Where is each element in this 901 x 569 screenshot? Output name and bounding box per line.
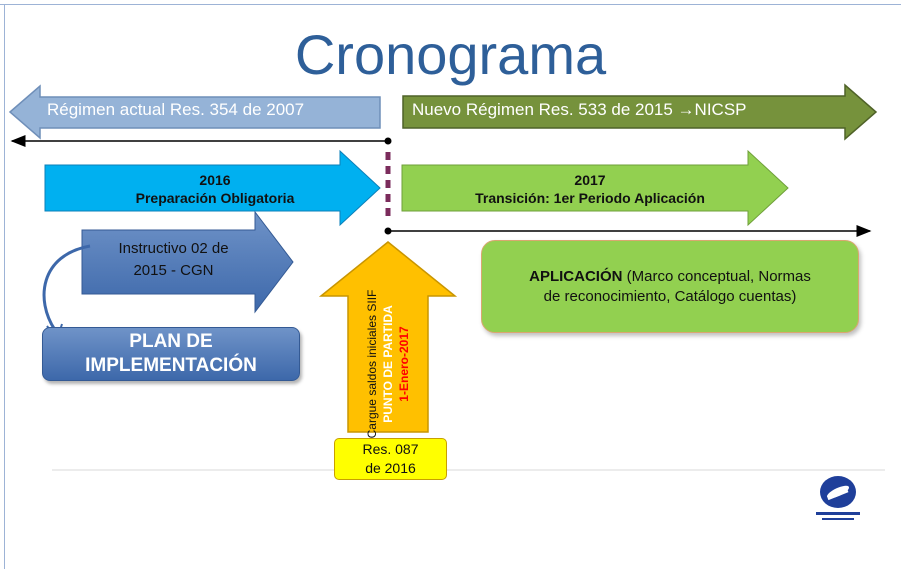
plan-implementacion-box: PLAN DE IMPLEMENTACIÓN [42, 327, 300, 381]
regimen-actual-label: Régimen actual Res. 354 de 2007 [47, 100, 305, 119]
frame-left-line [4, 4, 5, 569]
aplicacion-rest1: (Marco conceptual, Normas [622, 267, 811, 285]
trans-2017-arrow [401, 149, 789, 227]
prep-label: Preparación Obligatoria [135, 190, 295, 206]
up-arrow-line3: 1-Enero-2017 [397, 326, 411, 402]
instructivo-arrow [81, 210, 294, 314]
instructivo-line2: 2015 - CGN [133, 262, 214, 279]
aplicacion-bold: APLICACIÓN [529, 267, 623, 285]
res087-line2: de 2016 [365, 460, 416, 476]
punto-partida-arrow [318, 241, 458, 433]
trans-year: 2017 [574, 172, 606, 188]
trans-2017-text: 2017 Transición: 1er Periodo Aplicación [420, 171, 760, 207]
aplicacion-box: APLICACIÓN (Marco conceptual, Normas de … [481, 240, 859, 333]
timeline-dot-bottom [384, 227, 392, 235]
aplicacion-line1: APLICACIÓN (Marco conceptual, Normas [529, 267, 811, 287]
nuevo-regimen-arrow [402, 83, 878, 141]
timeline-dot-top [384, 137, 392, 145]
trans-label: Transición: 1er Periodo Aplicación [475, 190, 705, 206]
page-title: Cronograma [294, 23, 607, 86]
res087-line1: Res. 087 [362, 441, 419, 457]
curved-connector [42, 244, 91, 331]
plan-line2: IMPLEMENTACIÓN [85, 355, 257, 376]
up-arrow-line2: PUNTO DE PARTIDA [381, 305, 395, 423]
instructivo-line1: Instructivo 02 de [118, 240, 229, 257]
superintendencia-logo [816, 476, 860, 520]
prep-year: 2016 [199, 172, 231, 188]
res087-box: Res. 087 de 2016 [334, 438, 447, 480]
regimen-actual-arrow [8, 84, 381, 140]
frame-top-line [0, 4, 901, 5]
aplicacion-line2: de reconocimiento, Catálogo cuentas) [543, 287, 797, 305]
prep-2016-arrow [44, 149, 381, 227]
up-arrow-line1: Cargue saldos iniciales SIIF [365, 289, 379, 439]
plan-line1: PLAN DE [129, 331, 213, 352]
prep-2016-text: 2016 Preparación Obligatoria [70, 171, 360, 207]
nuevo-regimen-label: Nuevo Régimen Res. 533 de 2015 →NICSP [412, 100, 747, 119]
instructivo-text: Instructivo 02 de 2015 - CGN [86, 238, 261, 282]
